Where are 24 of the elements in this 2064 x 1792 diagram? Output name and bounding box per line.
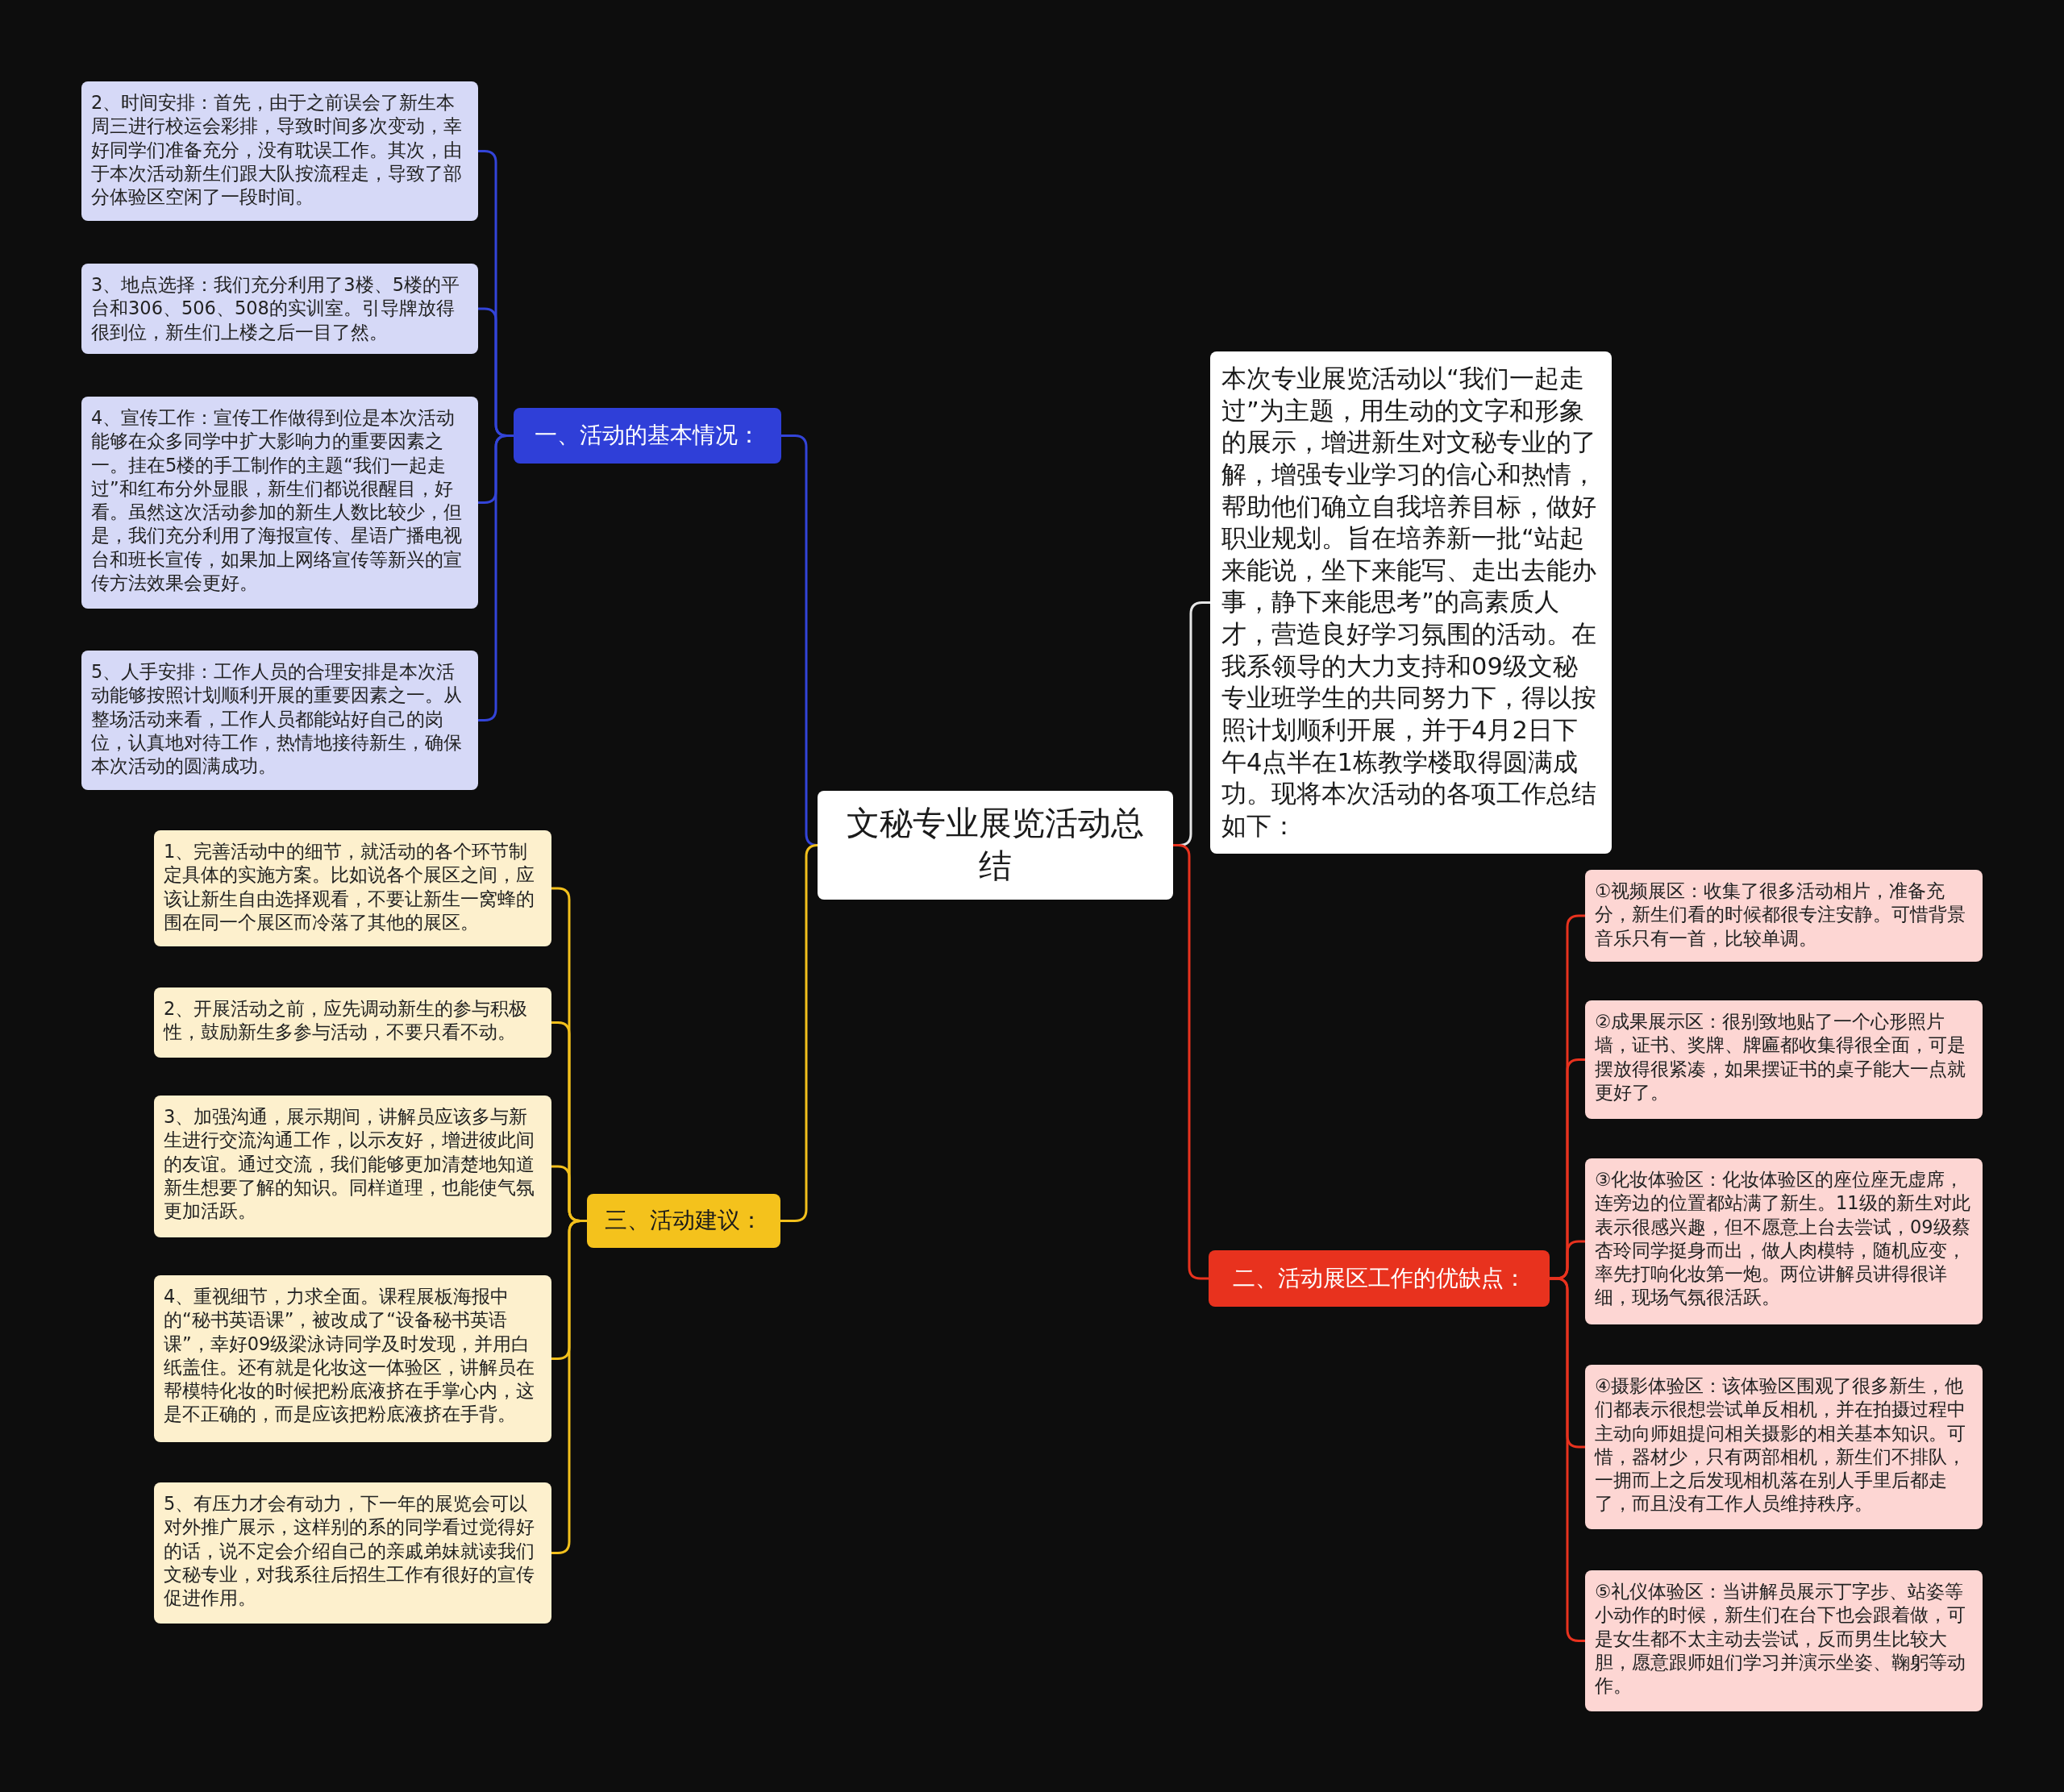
branch-topic-box: 三、活动建议： [587,1194,780,1248]
subtopic-box: 2、开展活动之前，应先调动新生的参与积极性，鼓励新生多参与活动，不要只看不动。 [154,987,551,1058]
subtopic-box: 5、人手安排：工作人员的合理安排是本次活动能够按照计划顺利开展的重要因素之一。从整场活动来看，工作人员都能站好自己的岗位，认真地对待工作，热情地接待新生，确保本次活动的圆满成功。 [81,651,478,790]
subtopic-box: 5、有压力才会有动力，下一年的展览会可以对外推广展示，这样别的系的同学看过觉得好的话，说不定会介绍自己的亲戚弟妹就读我们文秘专业，对我系往后招生工作有很好的宣传促进作用。 [154,1482,551,1624]
subtopic-box: 4、重视细节，力求全面。课程展板海报中的“秘书英语课”，被改成了“设备秘书英语课”，幸好09级梁泳诗同学及时发现，并用白纸盖住。还有就是化妆这一体验区，讲解员在帮模特化妆的时候把粉底液挤在手掌心内，这是不正确的，而是应该把粉底液挤在手背。 [154,1275,551,1442]
subtopic-box: 3、加强沟通，展示期间，讲解员应该多与新生进行交流沟通工作，以示友好，增进彼此间的友谊。通过交流，我们能够更加清楚地知道新生想要了解的知识。同样道理，也能使气氛更加活跃。 [154,1096,551,1237]
intro-text-box: 本次专业展览活动以“我们一起走过”为主题，用生动的文字和形象的展示，增进新生对文秘专业的了解，增强专业学习的信心和热情，帮助他们确立自我培养目标，做好职业规划。旨在培养新一批“站起来能说，坐下来能写、走出去能办事，静下来能思考”的高素质人才，营造良好学习氛围的活动。在我系领导的大力支持和09级文秘专业班学生的共同努力下，得以按照计划顺利开展，并于4月2日下午4点半在1栋教学楼取得圆满成功。现将本次活动的各项工作总结如下： [1210,351,1612,854]
subtopic-box: 4、宣传工作：宣传工作做得到位是本次活动能够在众多同学中扩大影响力的重要因素之一。挂在5楼的手工制作的主题“我们一起走过”和红布分外显眼，新生们都说很醒目，好看。虽然这次活动参加的新生人数比较少，但是，我们充分利用了海报宣传、星语广播电视台和班长宣传，如果加上网络宣传等新兴的宣传方法效果会更好。 [81,397,478,609]
subtopic-box: ②成果展示区：很别致地贴了一个心形照片墙，证书、奖牌、牌匾都收集得很全面，可是摆放得很紧凑，如果摆证书的桌子能大一点就更好了。 [1585,1000,1983,1119]
subtopic-box: ④摄影体验区：该体验区围观了很多新生，他们都表示很想尝试单反相机，并在拍摄过程中主动向师姐提问相关摄影的相关基本知识。可惜，器材少，只有两部相机，新生们不排队，一拥而上之后发现相机落在别人手里后都走了，而且没有工作人员维持秩序。 [1585,1365,1983,1529]
connector-line [1550,1277,1585,1642]
subtopic-box: ③化妆体验区：化妆体验区的座位座无虚席，连旁边的位置都站满了新生。11级的新生对此表示很感兴趣，但不愿意上台去尝试，09级蔡杏玲同学挺身而出，做人肉模特，随机应变，率先打响化妆第一炮。两位讲解员讲得很详细，现场气氛很活跃。 [1585,1158,1983,1324]
subtopic-box: 2、时间安排：首先，由于之前误会了新生本周三进行校运会彩排，导致时间多次变动，幸好同学们准备充分，没有耽误工作。其次，由于本次活动新生们跟大队按流程走，导致了部分体验区空闲了一段时间。 [81,81,478,221]
connector-line [478,434,514,721]
branch-topic-box: 二、活动展区工作的优缺点： [1209,1250,1550,1307]
branch-topic-box: 一、活动的基本情况： [514,408,781,464]
connector-line [780,844,819,1222]
subtopic-box: ①视频展区：收集了很多活动相片，准备充分，新生们看的时候都很专注安静。可惜背景音乐只有一首，比较单调。 [1585,870,1983,962]
subtopic-box: 1、完善活动中的细节，就活动的各个环节制定具体的实施方案。比如说各个展区之间，应该让新生自由选择观看，不要让新生一窝蜂的围在同一个展区而冷落了其他的展区。 [154,830,551,946]
subtopic-box: 3、地点选择：我们充分利用了3楼、5楼的平台和306、506、508的实训室。引导牌放得很到位，新生们上楼之后一目了然。 [81,264,478,354]
subtopic-box: ⑤礼仪体验区：当讲解员展示丁字步、站姿等小动作的时候，新生们在台下也会跟着做，可是女生都不太主动去尝试，反而男生比较大胆，愿意跟师姐们学习并演示坐姿、鞠躬等动作。 [1585,1570,1983,1711]
connector-line [551,1220,587,1554]
central-topic-box: 文秘专业展览活动总结 [818,791,1173,900]
connector-line [1173,844,1209,1280]
